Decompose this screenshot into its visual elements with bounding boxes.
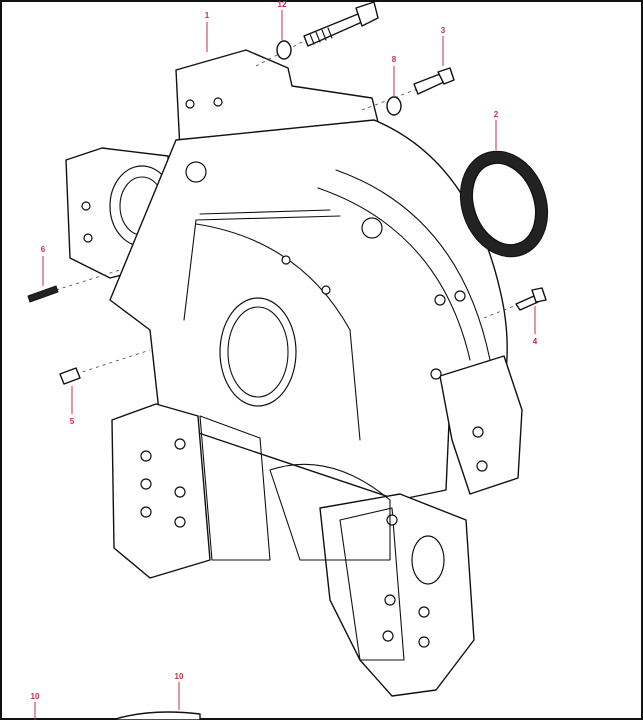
callout-2: 2 bbox=[494, 110, 499, 119]
washer-12[interactable] bbox=[276, 40, 292, 60]
callout-12: 12 bbox=[278, 0, 287, 9]
callout-1: 1 bbox=[205, 11, 210, 20]
bolt-long-12[interactable] bbox=[303, 1, 379, 47]
washer-8[interactable] bbox=[386, 96, 402, 116]
callout-10b: 10 bbox=[175, 672, 184, 681]
callout-5: 5 bbox=[70, 417, 75, 426]
axis-bolt-3 bbox=[361, 87, 421, 111]
callout-4: 4 bbox=[533, 337, 538, 346]
callout-10a: 10 bbox=[31, 692, 40, 701]
bolt-small-4[interactable] bbox=[515, 287, 547, 311]
axis-pin-6 bbox=[55, 269, 121, 291]
dowel-pin-6[interactable] bbox=[27, 285, 59, 303]
callout-8: 8 bbox=[392, 55, 397, 64]
component-10[interactable] bbox=[111, 711, 201, 720]
bolt-short-3[interactable] bbox=[413, 67, 455, 95]
flywheel-housing[interactable] bbox=[65, 49, 523, 697]
callout-6: 6 bbox=[41, 245, 46, 254]
oil-seal-2[interactable] bbox=[446, 139, 562, 269]
callout-3: 3 bbox=[441, 26, 446, 35]
axis-pin-5 bbox=[75, 349, 151, 375]
sleeve-5[interactable] bbox=[59, 367, 81, 385]
